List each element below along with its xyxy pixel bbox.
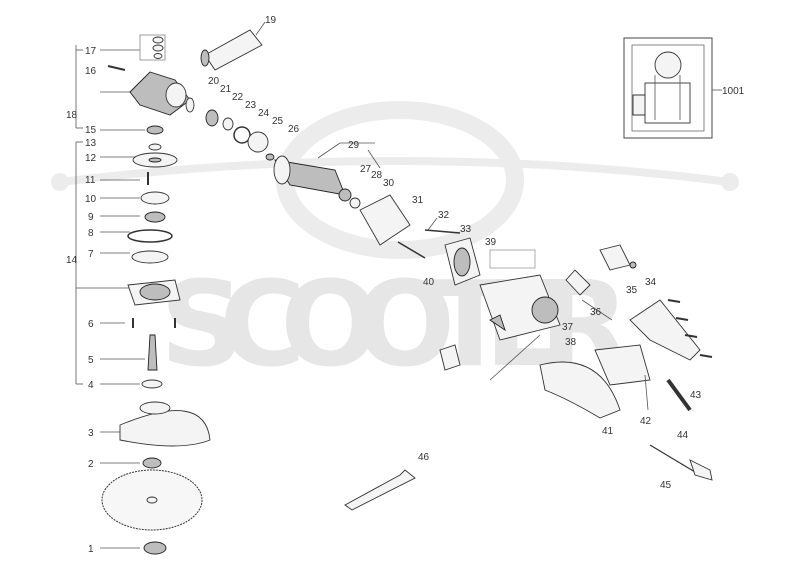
label-9: 9 <box>88 212 94 223</box>
label-20: 20 <box>208 76 220 87</box>
label-37: 37 <box>562 322 574 333</box>
label-14: 14 <box>66 255 78 266</box>
label-10: 10 <box>85 194 97 205</box>
label-33: 33 <box>460 224 472 235</box>
label-46: 46 <box>418 452 430 463</box>
left-column-parts <box>101 34 211 555</box>
label-3: 3 <box>88 428 94 439</box>
label-22: 22 <box>232 92 244 103</box>
label-26: 26 <box>288 124 300 135</box>
label-41: 41 <box>602 426 614 437</box>
label-45: 45 <box>660 480 672 491</box>
label-17: 17 <box>85 46 97 57</box>
label-18: 18 <box>66 110 78 121</box>
label-39: 39 <box>485 237 497 248</box>
left-leaders <box>75 45 145 549</box>
label-27: 27 <box>360 164 372 175</box>
left-labels: 17 16 18 15 13 12 11 10 9 8 14 7 6 5 4 3… <box>66 46 97 555</box>
label-34: 34 <box>645 277 657 288</box>
label-6: 6 <box>88 319 94 330</box>
label-4: 4 <box>88 380 94 391</box>
label-7: 7 <box>88 249 94 260</box>
label-36: 36 <box>590 307 602 318</box>
label-40: 40 <box>423 277 435 288</box>
label-24: 24 <box>258 108 270 119</box>
label-28: 28 <box>371 170 383 181</box>
inset-label: 1001 <box>722 86 745 97</box>
label-31: 31 <box>412 195 424 206</box>
inset-box: 1001 <box>623 37 745 139</box>
label-38: 38 <box>565 337 577 348</box>
right-leaders <box>317 142 649 411</box>
label-44: 44 <box>677 430 689 441</box>
label-13: 13 <box>85 138 97 149</box>
label-25: 25 <box>272 116 284 127</box>
label-19: 19 <box>265 15 277 26</box>
label-8: 8 <box>88 228 94 239</box>
label-23: 23 <box>245 100 257 111</box>
label-30: 30 <box>383 178 395 189</box>
center-parts <box>185 21 713 511</box>
label-42: 42 <box>640 416 652 427</box>
label-2: 2 <box>88 459 94 470</box>
label-1: 1 <box>88 544 94 555</box>
label-11: 11 <box>85 175 96 186</box>
label-32: 32 <box>438 210 450 221</box>
label-43: 43 <box>690 390 702 401</box>
label-21: 21 <box>220 84 232 95</box>
label-5: 5 <box>88 355 94 366</box>
label-12: 12 <box>85 153 97 164</box>
label-29: 29 <box>348 140 360 151</box>
label-35: 35 <box>626 285 638 296</box>
label-16: 16 <box>85 66 97 77</box>
label-15: 15 <box>85 125 97 136</box>
